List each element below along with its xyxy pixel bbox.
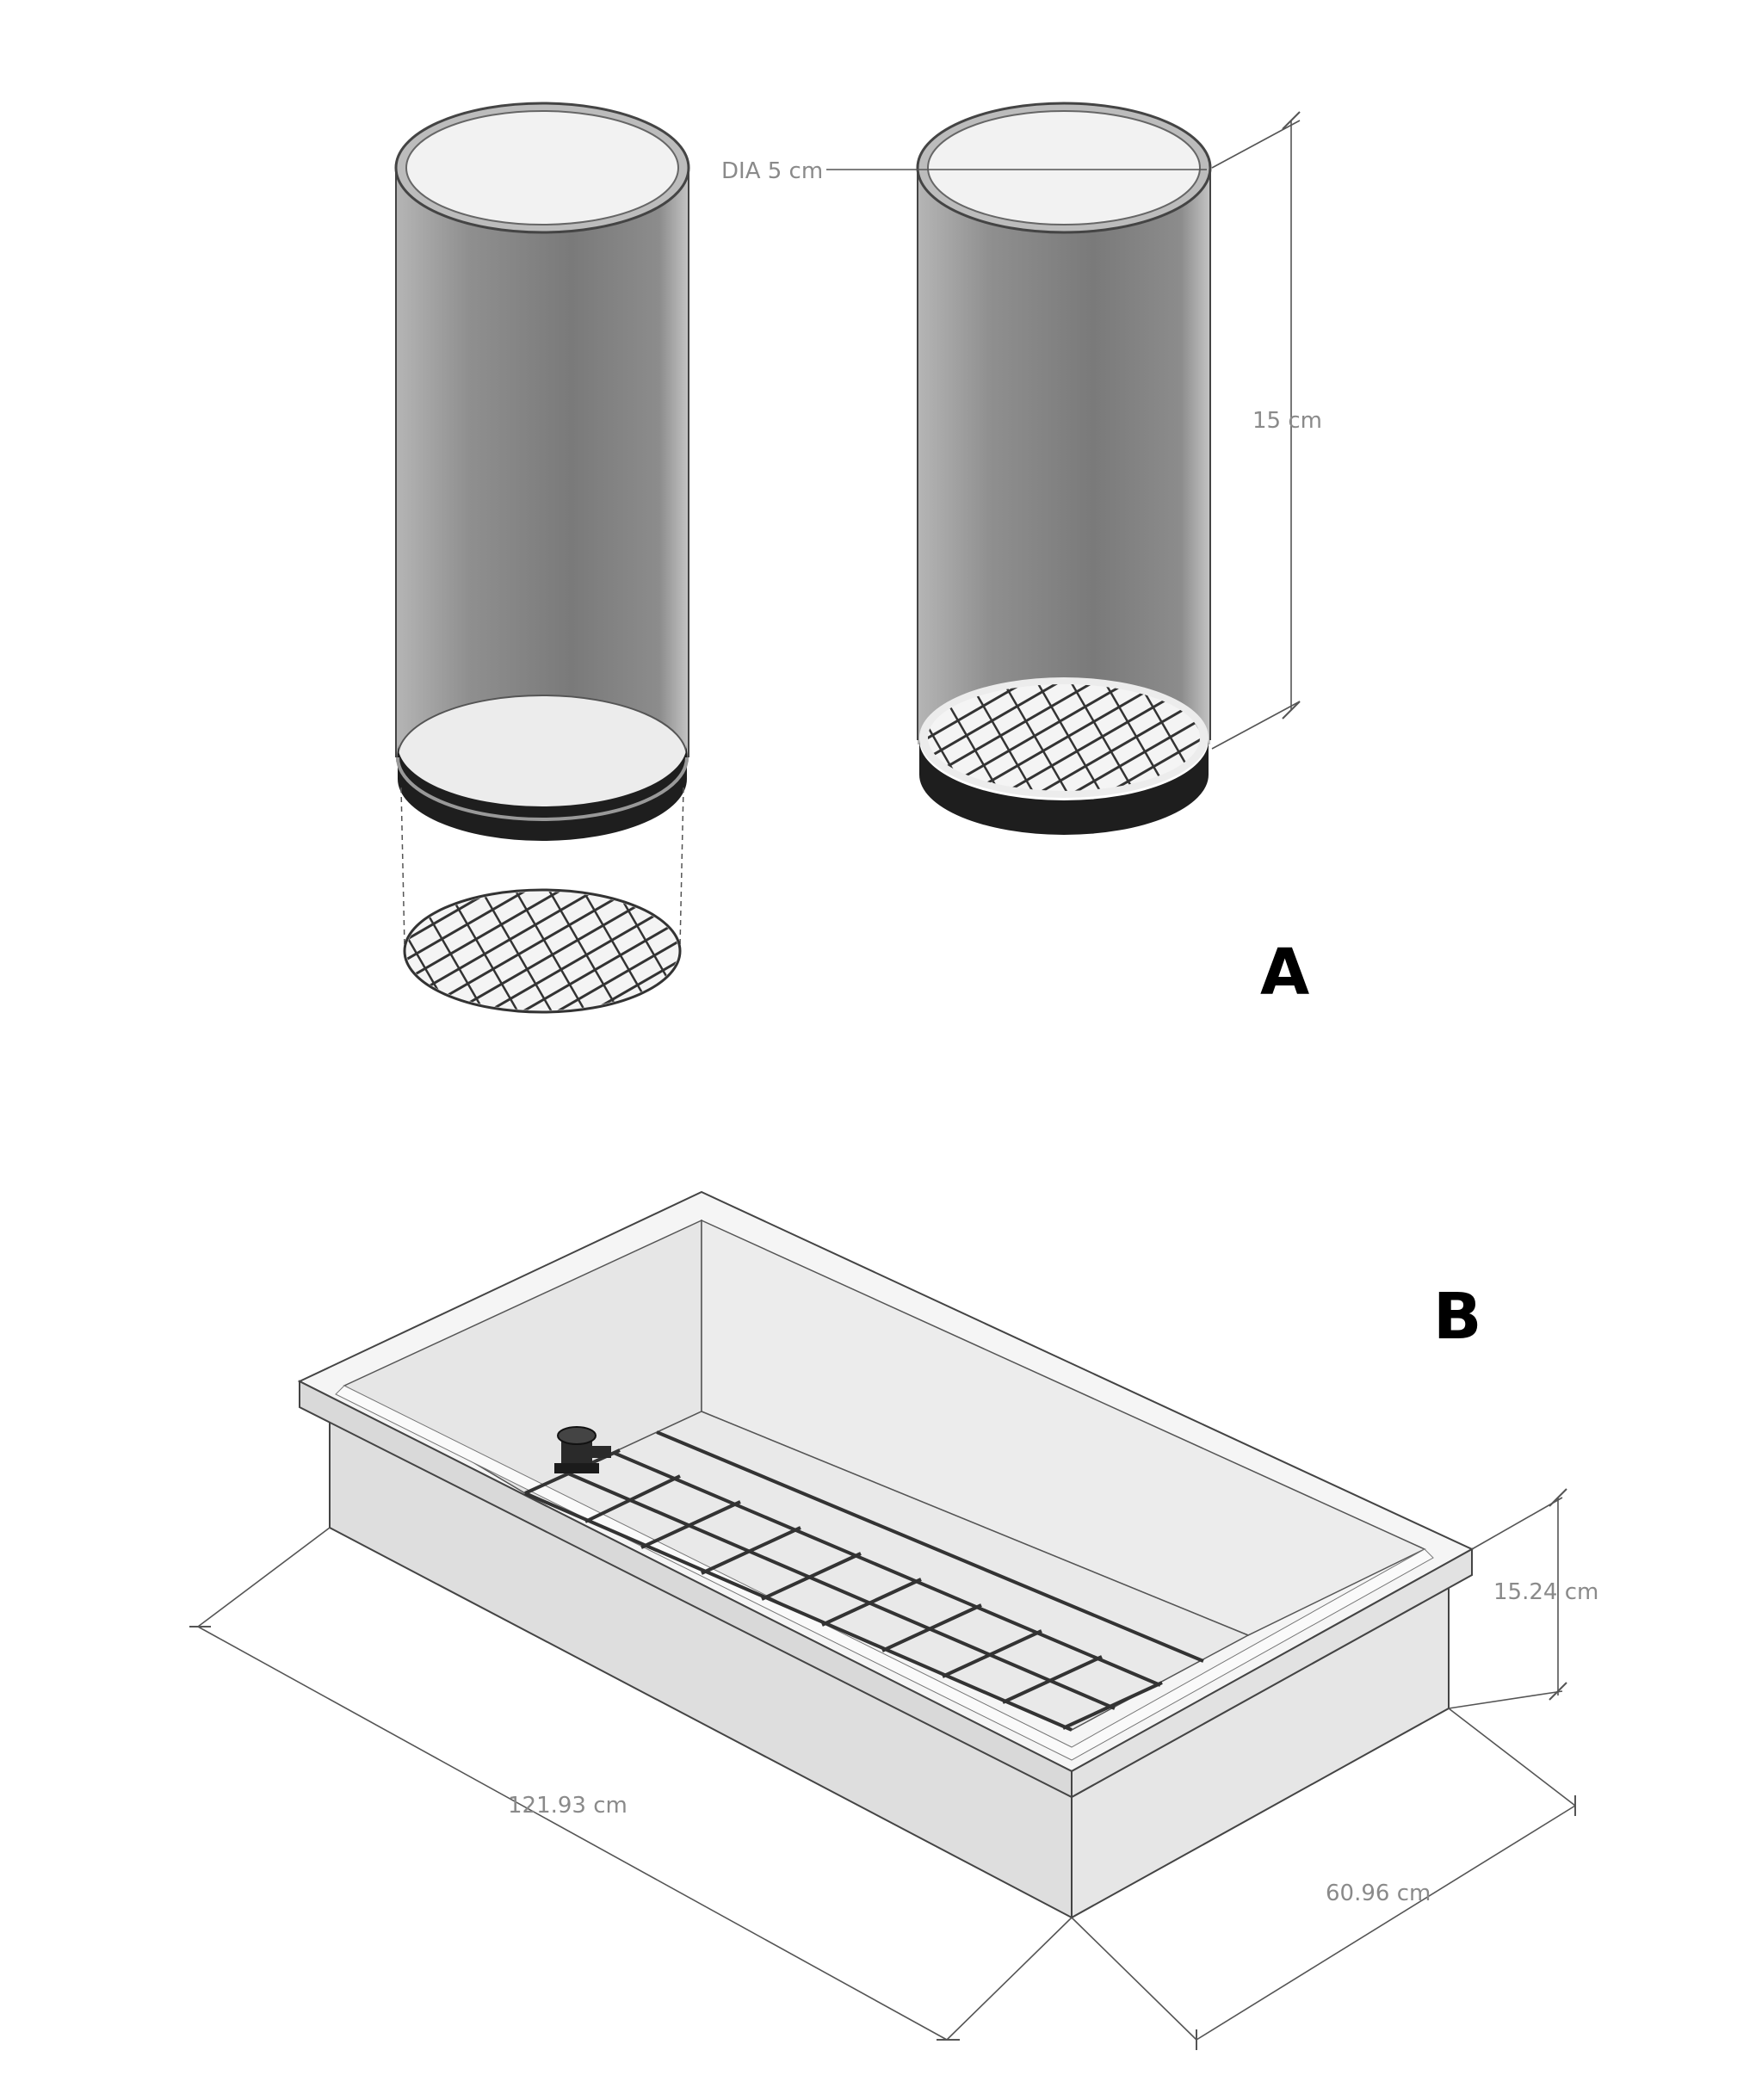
tube-left (394, 102, 690, 841)
panel-label-a: A (1260, 936, 1309, 1010)
pump (554, 1426, 611, 1473)
dimension-tray-height: 15.24 cm (1448, 1488, 1598, 1709)
panel-label-b: B (1433, 1280, 1481, 1354)
tray (297, 1190, 1475, 1919)
tube-right (916, 102, 1212, 835)
mesh-filter (403, 888, 682, 1014)
dimension-height-label: 15 cm (1252, 408, 1322, 434)
dimension-tube-height: 15 cm (1211, 111, 1322, 750)
tray-floor-grid (524, 1430, 1204, 1732)
dimension-tray-width: 60.96 cm (1071, 1708, 1576, 2050)
filter-guide-right (679, 787, 684, 948)
dimension-tray-length-label: 121.93 cm (508, 1793, 628, 1819)
dimension-diameter: DIA 5 cm (721, 158, 1207, 184)
panel-b: 15.24 cm 121.93 cm 60.96 cm B (189, 1190, 1598, 2050)
dimension-tray-width-label: 60.96 cm (1326, 1881, 1431, 1906)
panel-a: DIA 5 cm 15 cm A (394, 102, 1322, 1014)
dimension-tray-length: 121.93 cm (189, 1527, 1073, 2041)
dimension-tray-height-label: 15.24 cm (1493, 1579, 1598, 1605)
dimension-diameter-label: DIA 5 cm (721, 158, 823, 184)
filter-guide-left (400, 787, 405, 948)
